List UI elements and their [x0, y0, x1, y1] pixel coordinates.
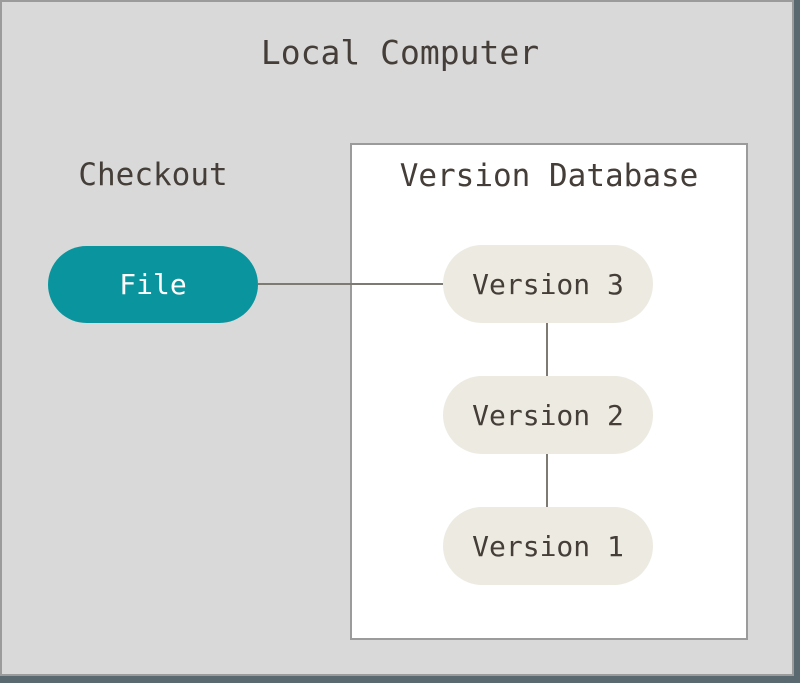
version-pill-3-label: Version 3	[472, 267, 624, 301]
version-pill-1-label: Version 1	[472, 529, 624, 563]
version-pill-2-label: Version 2	[472, 398, 624, 432]
connector-version2-to-version1	[546, 453, 548, 508]
version-pill-2: Version 2	[443, 376, 653, 454]
file-pill: File	[48, 246, 258, 323]
checkout-label: Checkout	[78, 157, 228, 193]
diagram-title: Local Computer	[260, 33, 540, 72]
version-pill-1: Version 1	[443, 507, 653, 585]
connector-version3-to-version2	[546, 322, 548, 377]
version-database-label: Version Database	[399, 158, 699, 194]
file-pill-label: File	[119, 268, 187, 301]
connector-file-to-version3	[258, 283, 443, 285]
version-pill-3: Version 3	[443, 245, 653, 323]
